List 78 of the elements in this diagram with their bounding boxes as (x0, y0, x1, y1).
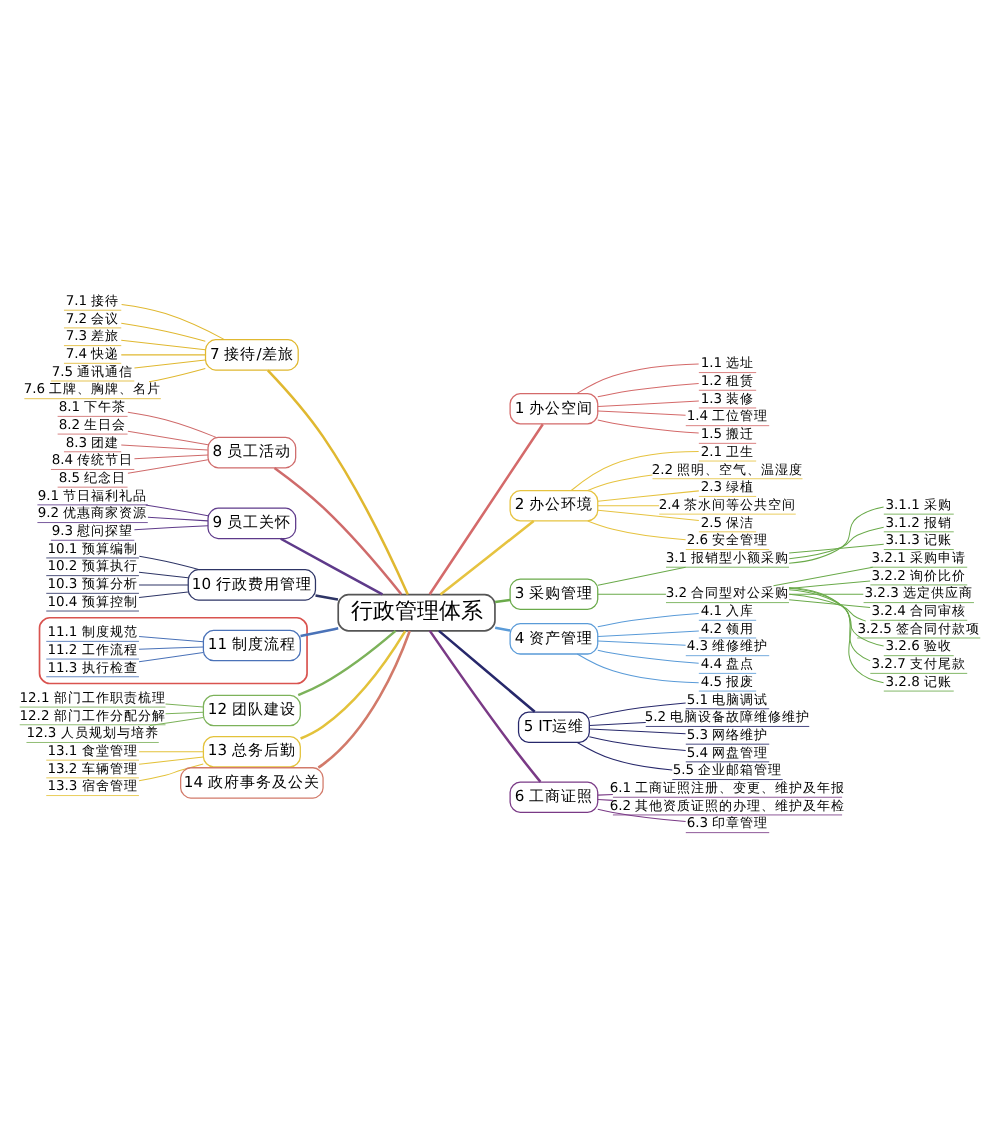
connector (788, 525, 885, 559)
connector (788, 542, 885, 553)
connector (127, 429, 209, 445)
connector (589, 727, 687, 734)
connector (315, 593, 339, 600)
connector (138, 762, 204, 781)
connector (133, 358, 206, 368)
connector (317, 629, 411, 768)
connector (597, 508, 700, 521)
connector (589, 720, 647, 725)
cluster (38, 615, 308, 684)
connector (597, 629, 700, 636)
connector (428, 629, 542, 782)
connector (438, 628, 536, 712)
connector (597, 399, 700, 406)
connector (576, 740, 673, 770)
connector (138, 570, 189, 578)
connector (597, 382, 700, 397)
connector (165, 710, 204, 714)
connector (439, 519, 535, 595)
connector (588, 735, 687, 751)
connector (788, 586, 871, 661)
connector (127, 458, 209, 473)
connector (121, 303, 225, 340)
connector (145, 503, 209, 516)
connector (147, 515, 209, 521)
node-box: 行政管理体系 (337, 592, 496, 631)
connector (495, 597, 511, 603)
connector (300, 626, 339, 637)
connector (133, 524, 209, 530)
connector (120, 353, 206, 355)
connector (788, 598, 871, 607)
connector (597, 798, 614, 800)
connector (576, 362, 700, 394)
connector (138, 645, 204, 649)
connector (788, 588, 885, 646)
connector (597, 612, 700, 627)
connector (138, 750, 204, 752)
connector (300, 629, 407, 739)
connector (597, 592, 667, 594)
connector (138, 590, 189, 597)
connector (597, 792, 614, 795)
connector (120, 443, 209, 450)
connector (773, 565, 874, 586)
connector (597, 489, 700, 501)
connector (165, 702, 204, 707)
connector (570, 450, 700, 490)
connector (133, 453, 209, 459)
connector (266, 368, 409, 594)
connector (138, 755, 204, 764)
connector (428, 422, 544, 594)
connector (587, 473, 653, 490)
connector (597, 639, 687, 645)
connector (138, 554, 200, 570)
connector (280, 536, 384, 595)
connector (597, 418, 700, 433)
connector (597, 409, 687, 415)
connector (587, 519, 687, 540)
connector (597, 807, 687, 821)
connector (149, 716, 204, 726)
connector (138, 650, 204, 662)
connector (597, 504, 660, 506)
connector (788, 505, 885, 563)
connector (138, 583, 189, 585)
connector (788, 585, 885, 683)
connector (148, 366, 206, 382)
connector (597, 565, 687, 585)
connector (576, 652, 700, 683)
connector (127, 410, 217, 437)
connector (494, 625, 511, 631)
connector (588, 701, 687, 717)
connector (297, 628, 397, 696)
connector (120, 321, 206, 341)
connector (273, 465, 403, 595)
connector (597, 648, 700, 663)
connector (120, 338, 206, 350)
connector (788, 592, 867, 621)
connector (138, 635, 204, 642)
